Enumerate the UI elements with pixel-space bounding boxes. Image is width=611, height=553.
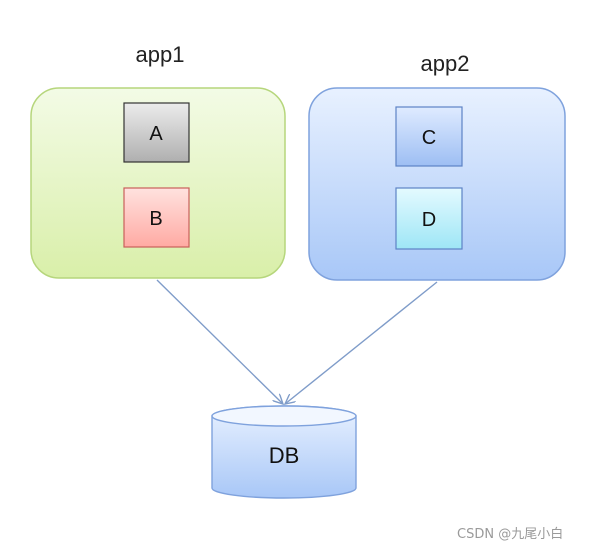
component-c-label: C: [422, 127, 436, 149]
watermark: CSDN @九尾小白: [457, 527, 564, 542]
app2-to-db-arrow: [285, 281, 438, 404]
app2-container: [308, 87, 566, 281]
component-a-label: A: [149, 123, 163, 145]
component-b: B: [123, 187, 190, 248]
component-c: C: [395, 106, 463, 167]
app1-title: app1: [136, 42, 185, 67]
app1-container: [30, 87, 286, 279]
component-a: A: [123, 102, 190, 163]
app1-to-db-arrow: [156, 279, 283, 404]
database-cylinder: DB: [211, 405, 357, 499]
app2-title: app2: [421, 51, 470, 76]
component-b-label: B: [149, 208, 162, 230]
component-d: D: [395, 187, 463, 250]
database-label: DB: [269, 443, 300, 468]
component-d-label: D: [422, 209, 436, 231]
